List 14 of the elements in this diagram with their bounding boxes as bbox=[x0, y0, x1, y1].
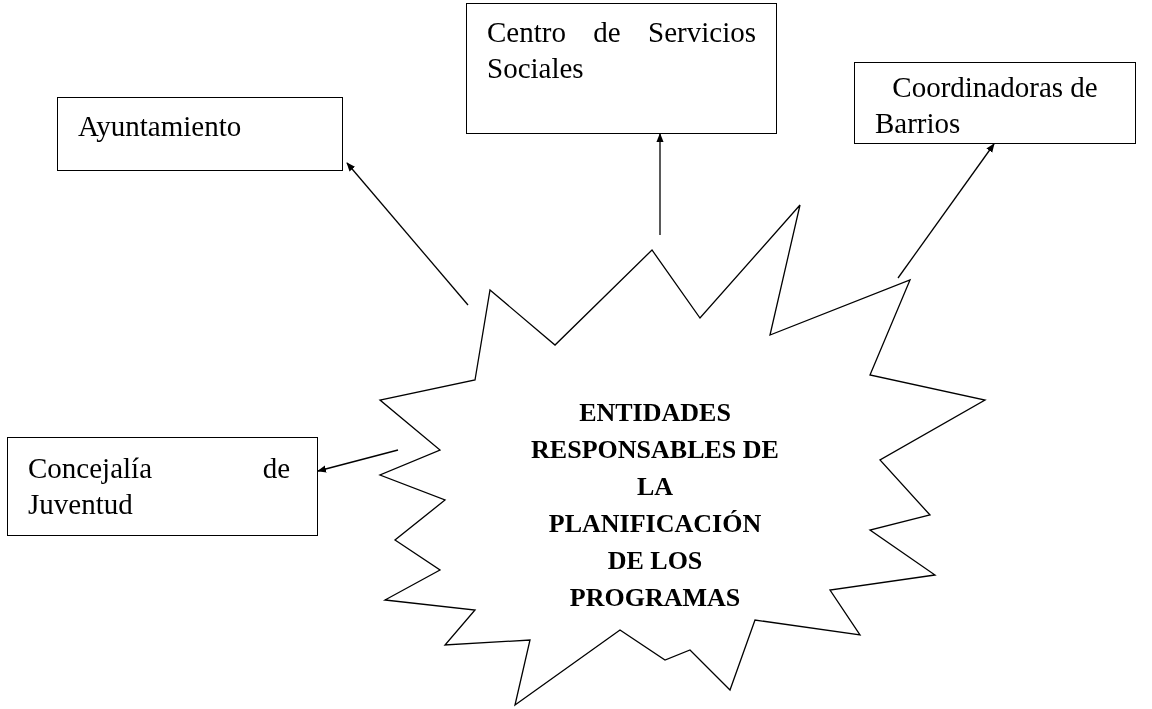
box-text: Ayuntamiento bbox=[78, 109, 243, 144]
entity-box bbox=[466, 3, 777, 134]
box-text: Concejalía de Juventud bbox=[28, 451, 290, 522]
arrow bbox=[656, 133, 664, 236]
arrow bbox=[897, 143, 995, 279]
entity-box bbox=[57, 97, 343, 171]
entity-box bbox=[7, 437, 318, 536]
box-text: Coordinadoras de Barrios bbox=[875, 70, 1099, 141]
starburst-shape bbox=[378, 202, 988, 707]
arrow bbox=[317, 449, 399, 473]
arrow bbox=[346, 162, 469, 306]
box-text: Centro de Servicios Sociales bbox=[487, 15, 756, 86]
star-text: ENTIDADES RESPONSABLES DE LA PLANIFICACIÓN DE LOS PROGRAMAS bbox=[530, 397, 780, 614]
entity-box bbox=[854, 62, 1136, 144]
